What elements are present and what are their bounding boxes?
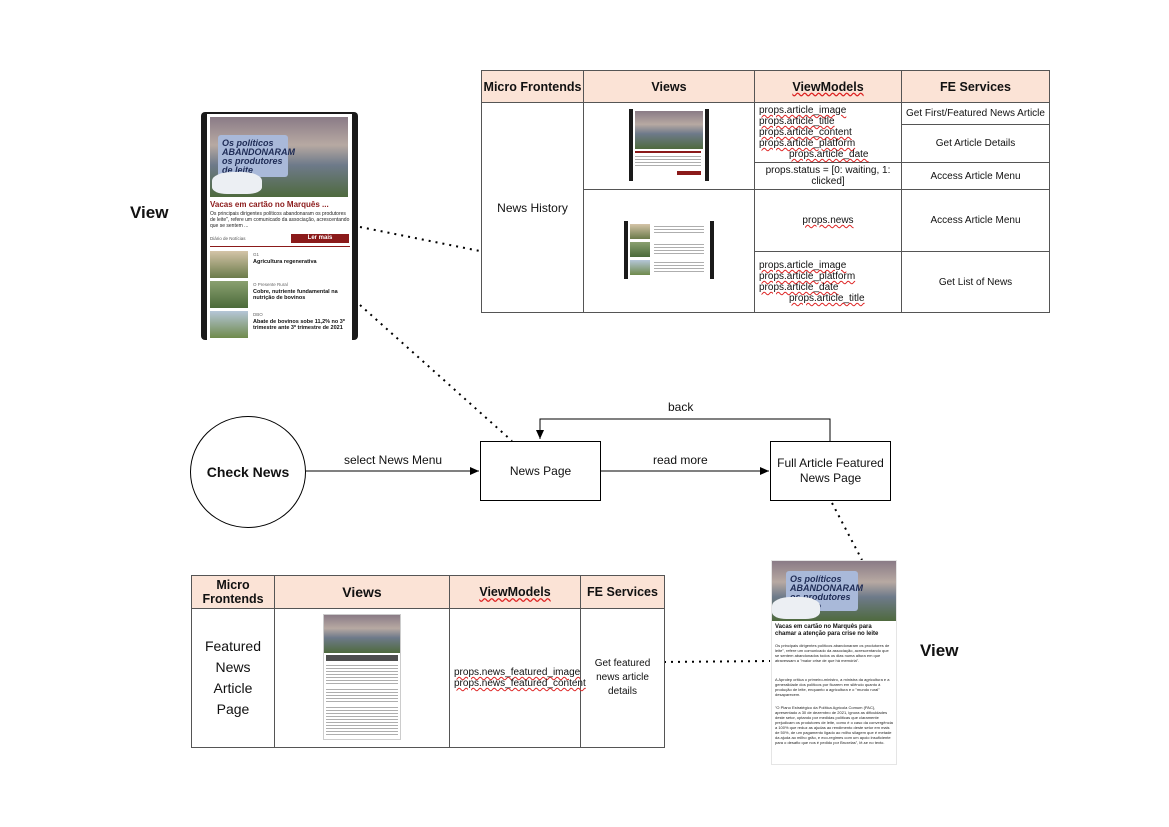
item-source-2: O Presente Rural xyxy=(253,282,288,287)
headline[interactable]: Vacas em cartão no Marquês ... xyxy=(210,200,329,209)
header-micro-frontends: Micro Frontends xyxy=(481,70,584,103)
header-viewmodels-text: ViewModels xyxy=(792,79,864,94)
view-thumb-cell-1 xyxy=(583,102,755,190)
bottom-view-thumb-cell xyxy=(274,608,450,748)
article-title: Vacas em cartão no Marquês para chamar a… xyxy=(775,624,879,637)
vm-article-date: props.article_date xyxy=(789,149,869,160)
viewmodels-status-cell: props.status = [0: waiting, 1: clicked] xyxy=(754,162,902,190)
top-mapping-table: Micro Frontends Views ViewModels FE Serv… xyxy=(481,70,1050,313)
article-hero-image: Os políticos ABANDONARAM os produtores d… xyxy=(772,561,896,621)
bottom-header-micro-frontends: Micro Frontends xyxy=(191,575,275,609)
edge-label-select-menu: select News Menu xyxy=(344,453,443,467)
item-source-3: DBO xyxy=(253,312,263,317)
dotted-link-phone-to-table xyxy=(359,226,481,252)
item-image-3 xyxy=(210,311,248,338)
micro-frontend-cell: News History xyxy=(481,102,584,313)
arrow-back xyxy=(536,418,831,441)
item-image-1 xyxy=(210,251,248,278)
news-page-node[interactable]: News Page xyxy=(480,441,601,501)
bottom-micro-frontend-cell: Featured News Article Page xyxy=(191,608,275,748)
header-fe-services: FE Services xyxy=(901,70,1050,103)
dotted-link-phone-to-newspage xyxy=(359,304,513,442)
item-image-2 xyxy=(210,281,248,308)
vm-news-featured-content: props.news_featured_content xyxy=(454,678,586,689)
vm-article-image: props.article_image xyxy=(759,105,847,116)
article-paragraph-2: A Aprolep critica o primeiro-ministro, a… xyxy=(775,677,890,697)
view-thumb-cell-2 xyxy=(583,189,755,313)
bottom-viewmodels-cell: props.news_featured_image props.news_fea… xyxy=(449,608,586,748)
vm-news: props.news xyxy=(802,215,854,226)
vm-list-article-date: props.article_date xyxy=(759,282,839,293)
vm-news-featured-image: props.news_featured_image xyxy=(454,667,581,678)
view-thumb-featured xyxy=(629,108,709,181)
dotted-link-article-to-view xyxy=(831,502,863,561)
article-view-screen: Os políticos ABANDONARAM os produtores d… xyxy=(771,560,897,765)
view-thumb-list xyxy=(624,220,714,279)
vm-list-article-title: props.article_title xyxy=(789,293,865,304)
view-label-top: View xyxy=(130,203,169,222)
viewmodels-cell-1: props.article_image props.article_title … xyxy=(754,102,902,163)
bottom-header-fe-services: FE Services xyxy=(580,575,665,609)
hero-image: Os políticos ABANDONARAM os produtores d… xyxy=(210,117,348,197)
check-news-label: Check News xyxy=(206,463,290,480)
vm-list-article-image: props.article_image xyxy=(759,260,847,271)
edge-label-read-more: read more xyxy=(653,453,708,467)
news-page-label: News Page xyxy=(509,463,572,478)
divider xyxy=(210,246,350,247)
bottom-header-viewmodels: ViewModels xyxy=(449,575,581,609)
check-news-node[interactable]: Check News xyxy=(190,416,306,528)
vm-article-title: props.article_title xyxy=(759,116,835,127)
bottom-header-views: Views xyxy=(274,575,450,609)
summary: Os principais dirigentes políticos aband… xyxy=(210,211,350,229)
item-title-3[interactable]: Abate de bovinos sobe 11,2% no 3º trimes… xyxy=(253,319,345,332)
full-article-node[interactable]: Full Article Featured News Page xyxy=(770,441,891,501)
vm-list-article-platform: props.article_platform xyxy=(759,271,856,282)
cow-figure xyxy=(212,172,262,194)
vm-status: props.status = [0: waiting, 1: clicked] xyxy=(765,165,891,187)
vm-article-content: props.article_content xyxy=(759,127,852,138)
full-article-label: Full Article Featured News Page xyxy=(777,456,884,485)
viewmodels-cell-2: props.article_image props.article_platfo… xyxy=(754,251,902,313)
item-source-1: G1 xyxy=(253,252,260,257)
phone-news-list: Os políticos ABANDONARAM os produtores d… xyxy=(201,112,358,340)
article-paragraph-1: Os principais dirigentes políticos aband… xyxy=(775,643,890,663)
dotted-link-table-to-article xyxy=(663,660,771,663)
bottom-service-cell: Get featured news article details xyxy=(580,608,665,748)
article-paragraph-3: "O Plano Estratégico da Política Agrícol… xyxy=(775,705,893,745)
viewmodels-news-cell: props.news xyxy=(754,189,902,252)
service-2: Get Article Details xyxy=(901,124,1050,163)
hero-sign xyxy=(218,135,288,177)
hero-sign-text: Os políticos ABANDONARAM os produtores d… xyxy=(222,138,295,175)
phone-screen: Os políticos ABANDONARAM os produtores d… xyxy=(207,114,352,340)
vm-article-platform: props.article_platform xyxy=(759,138,856,149)
service-3: Access Article Menu xyxy=(901,162,1050,190)
item-title-2[interactable]: Cobre, nutriente fundamental na nutrição… xyxy=(253,289,338,302)
service-5: Get List of News xyxy=(901,251,1050,313)
read-more-button[interactable]: Ler mais xyxy=(291,234,349,243)
headline-source: Diário de Notícias xyxy=(210,236,246,241)
service-4: Access Article Menu xyxy=(901,189,1050,252)
edge-label-back: back xyxy=(668,400,694,414)
bottom-view-thumb xyxy=(323,613,401,740)
bottom-mapping-table: Micro Frontends Views ViewModels FE Serv… xyxy=(191,575,665,748)
service-1: Get First/Featured News Article xyxy=(901,101,1050,126)
view-label-bottom: View xyxy=(920,641,959,660)
header-views: Views xyxy=(583,70,755,103)
article-cow xyxy=(772,597,820,619)
bottom-header-viewmodels-text: ViewModels xyxy=(479,585,551,599)
header-viewmodels: ViewModels xyxy=(754,70,902,103)
item-title-1[interactable]: Agricultura regenerativa xyxy=(253,259,317,265)
